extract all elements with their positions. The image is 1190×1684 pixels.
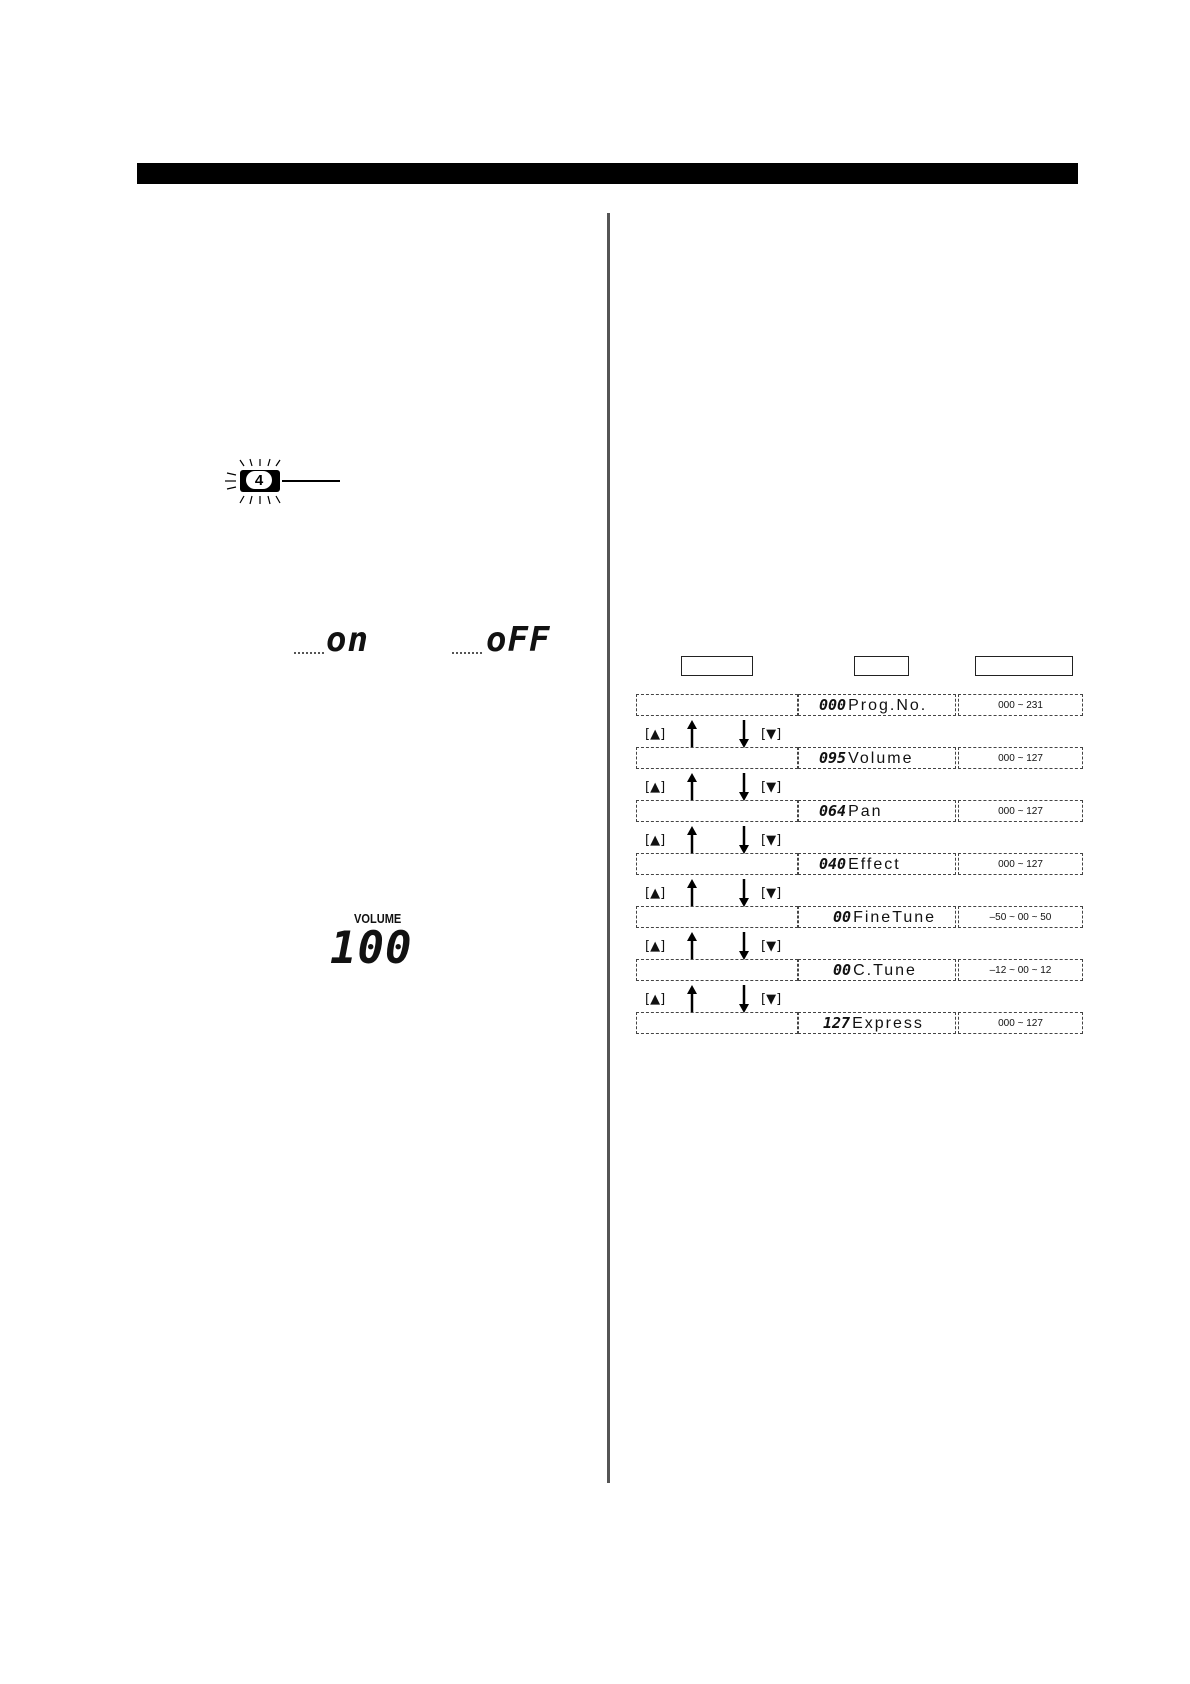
nav-step: [▲] [▼]	[645, 825, 785, 855]
up-key-label: [▲]	[645, 833, 666, 848]
column-divider	[607, 213, 610, 1483]
param-value: 000	[819, 696, 847, 714]
down-key-label: [▼]	[761, 727, 782, 742]
arrow-up-icon	[687, 773, 697, 801]
column-header-box	[975, 656, 1073, 676]
param-value: 040	[819, 855, 847, 873]
nav-step: [▲] [▼]	[645, 878, 785, 908]
param-name: Volume	[848, 750, 914, 767]
param-name: FineTune	[853, 909, 937, 926]
up-key-label: [▲]	[645, 992, 666, 1007]
param-value: 095	[819, 749, 847, 767]
down-key-label: [▼]	[761, 886, 782, 901]
dot-leader	[294, 652, 324, 654]
arrow-down-icon	[739, 773, 749, 801]
up-key-label: [▲]	[645, 780, 666, 795]
param-range: 000 ~ 127	[958, 800, 1083, 822]
param-blank-cell	[636, 1012, 798, 1034]
up-key-label: [▲]	[645, 886, 666, 901]
volume-label: VOLUME	[354, 911, 402, 926]
blink-rays-icon	[225, 458, 281, 505]
arrow-up-icon	[687, 720, 697, 748]
column-header-box	[854, 656, 909, 676]
lcd-on: on	[326, 620, 369, 660]
param-range: 000 ~ 127	[958, 853, 1083, 875]
param-value: 00	[833, 908, 852, 926]
param-blank-cell	[636, 853, 798, 875]
arrow-down-icon	[739, 879, 749, 907]
down-key-label: [▼]	[761, 992, 782, 1007]
param-range: –12 ~ 00 ~ 12	[958, 959, 1083, 981]
arrow-up-icon	[687, 826, 697, 854]
part-number: 4	[246, 471, 272, 489]
nav-step: [▲] [▼]	[645, 772, 785, 802]
arrow-up-icon	[687, 879, 697, 907]
arrow-down-icon	[739, 826, 749, 854]
arrow-up-icon	[687, 932, 697, 960]
param-range: 000 ~ 127	[958, 1012, 1083, 1034]
param-value: 00	[833, 961, 852, 979]
param-range: –50 ~ 00 ~ 50	[958, 906, 1083, 928]
arrow-up-icon	[687, 985, 697, 1013]
down-key-label: [▼]	[761, 939, 782, 954]
arrow-down-icon	[739, 720, 749, 748]
param-value: 064	[819, 802, 847, 820]
arrow-down-icon	[739, 985, 749, 1013]
param-blank-cell	[636, 694, 798, 716]
lcd-off: oFF	[486, 620, 551, 660]
part-indicator: 4	[222, 458, 342, 508]
header-bar	[137, 163, 1078, 184]
arrow-down-icon	[739, 932, 749, 960]
volume-value: 100	[330, 923, 413, 974]
param-name: Prog.No.	[848, 697, 928, 714]
param-range: 000 ~ 231	[958, 694, 1083, 716]
param-value: 127	[823, 1014, 851, 1032]
up-key-label: [▲]	[645, 727, 666, 742]
param-name: C.Tune	[853, 962, 917, 979]
param-blank-cell	[636, 906, 798, 928]
dot-leader	[452, 652, 482, 654]
down-key-label: [▼]	[761, 833, 782, 848]
param-name: Express	[852, 1015, 924, 1032]
part-badge: 4	[240, 470, 280, 492]
column-header-box	[681, 656, 753, 676]
nav-step: [▲] [▼]	[645, 719, 785, 749]
callout-line	[282, 480, 340, 482]
param-blank-cell	[636, 959, 798, 981]
nav-step: [▲] [▼]	[645, 931, 785, 961]
nav-step: [▲] [▼]	[645, 984, 785, 1014]
up-key-label: [▲]	[645, 939, 666, 954]
param-blank-cell	[636, 800, 798, 822]
param-blank-cell	[636, 747, 798, 769]
param-name: Effect	[848, 856, 901, 873]
param-range: 000 ~ 127	[958, 747, 1083, 769]
down-key-label: [▼]	[761, 780, 782, 795]
param-name: Pan	[848, 803, 883, 820]
